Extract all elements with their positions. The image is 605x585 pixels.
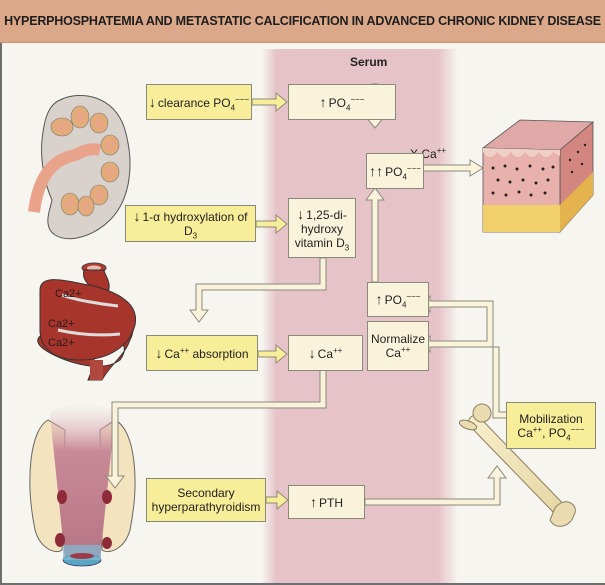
diagram-title: HYPERPHOSPHATEMIA AND METASTATIC CALCIFI… [4,14,601,28]
intestine-ca-label-1: Ca2+ [55,288,82,300]
arrow-hydroxylation [255,213,288,235]
arrow-po4-lower-up [365,187,385,283]
serum-label: Serum [350,55,388,69]
parathyroid-illustration [29,403,136,567]
arrow-ca-to-parathyroid [105,369,327,489]
kidney-illustration [28,94,131,240]
title-banner: HYPERPHOSPHATEMIA AND METASTATIC CALCIFI… [0,0,605,43]
arrow-clearance [251,91,288,113]
arrow-to-tissue [419,159,484,177]
bone-illustration [458,403,576,527]
arrow-hyperpara [265,489,289,511]
intestine-ca-label-2: Ca2+ [48,318,75,330]
serum-ca-down-box: ↓Ca++ [288,335,363,371]
arrow-absorption [257,343,288,365]
serum-po4-double-up-box: ↑↑PO4−−− [366,153,424,189]
clearance-po4-box: ↓clearance PO4−−− [146,84,252,120]
intestine-illustration [37,262,136,381]
flow-arrows [105,83,513,506]
serum-po4-up-lower-box: ↑PO4−−− [367,282,429,317]
yellow-arrows [251,91,289,511]
hydroxylation-box: ↓1-α hydroxylation of D3 [125,205,256,242]
serum-po4-up-box: ↑PO4−−− [288,84,396,120]
arrow-pth-to-bone [364,465,507,506]
calcium-deposits [491,143,587,197]
ca-absorption-box: ↓Ca++ absorption [146,335,258,371]
arrow-vitd-to-absorption [189,257,327,323]
calcified-tissue-illustration [481,119,595,234]
intestine-ca-label-3: Ca2+ [48,337,75,349]
serum-pth-up-box: ↑PTH [288,485,365,519]
diagram-frame [0,43,605,585]
